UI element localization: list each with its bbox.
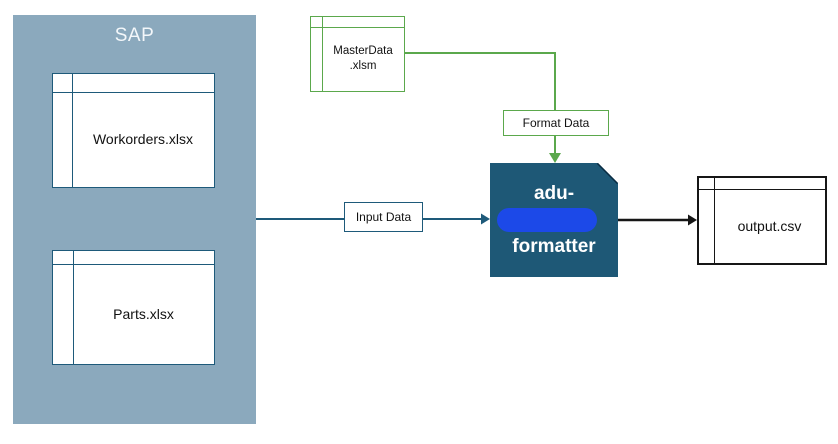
redacted-text-overlay	[497, 207, 597, 232]
input-data-label-text: Input Data	[355, 210, 412, 224]
parts-node-label: Parts.xlsx	[113, 305, 174, 322]
adu-formatter-node: adu- formatter	[490, 163, 618, 277]
format-data-label: Format Data	[503, 110, 609, 136]
output-node-label: output.csv	[737, 217, 802, 234]
parts-node: Parts.xlsx	[52, 250, 215, 365]
workorders-node-label: Workorders.xlsx	[92, 131, 194, 148]
sap-group-label: SAP	[114, 25, 155, 46]
spreadsheet-column-line	[72, 74, 73, 187]
output-node: output.csv	[697, 176, 827, 265]
input-data-label: Input Data	[344, 202, 423, 232]
spreadsheet-header-row-line	[699, 189, 825, 190]
format-data-arrowhead-icon	[549, 153, 561, 163]
spreadsheet-header-row-line	[311, 27, 404, 28]
spreadsheet-header-row-line	[53, 264, 214, 265]
format-data-connector-line	[405, 52, 556, 153]
masterdata-node-label: MasterData .xlsm	[333, 45, 393, 72]
spreadsheet-header-row-line	[53, 92, 214, 93]
spreadsheet-column-line	[714, 178, 715, 263]
workorders-node: Workorders.xlsx	[52, 73, 215, 188]
output-arrowhead-icon	[688, 214, 697, 226]
masterdata-node: MasterData .xlsm	[310, 16, 405, 92]
adu-formatter-label-line2: formatter	[512, 235, 596, 257]
input-data-arrowhead-icon	[481, 213, 490, 225]
spreadsheet-column-line	[73, 251, 74, 364]
adu-formatter-label-line1: adu-	[533, 182, 575, 204]
format-data-label-text: Format Data	[522, 116, 590, 130]
spreadsheet-column-line	[322, 17, 323, 91]
